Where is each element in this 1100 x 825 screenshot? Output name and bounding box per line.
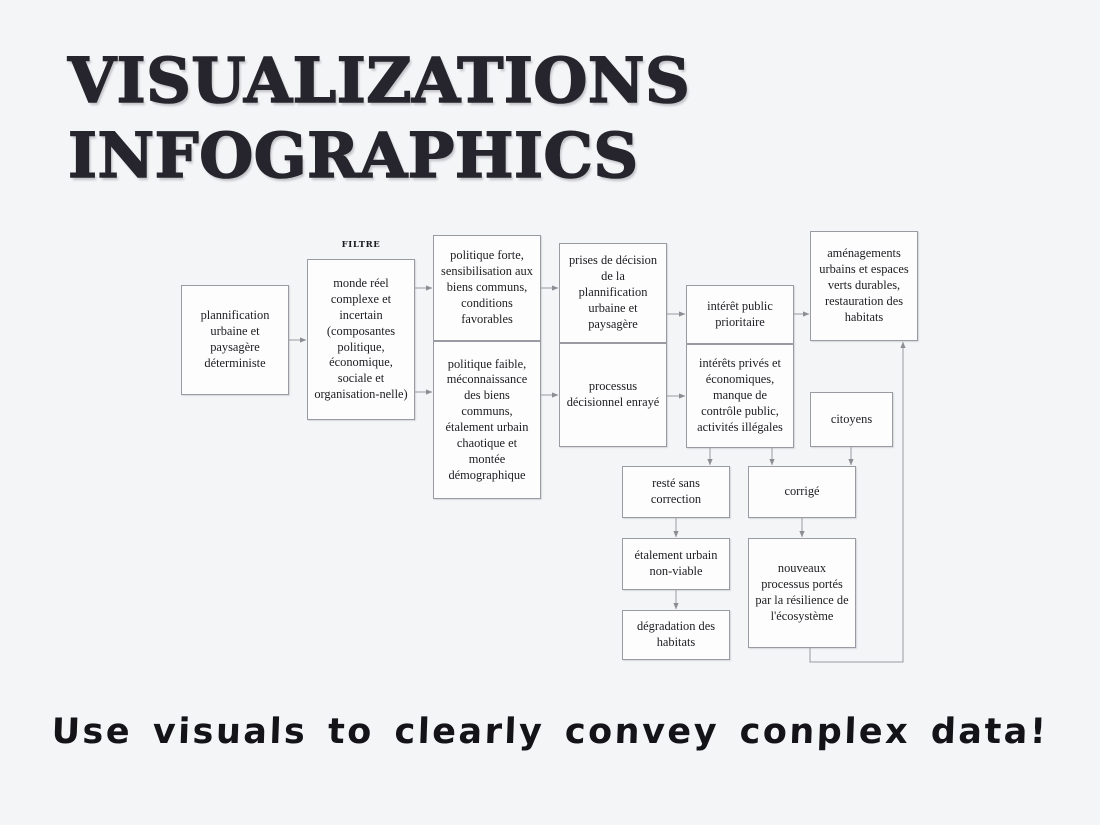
node-reste-sans-correction[interactable]: resté sans correction [622, 466, 730, 518]
node-interet-public-prioritaire[interactable]: intérêt public prioritaire [686, 285, 794, 344]
node-label: intérêts privés et économiques, manque d… [697, 356, 783, 434]
node-label: resté sans correction [650, 476, 702, 506]
node-monde-reel-complexe[interactable]: monde réel complexe et incertain (compos… [307, 259, 415, 420]
node-label: citoyens [830, 411, 873, 426]
filtre-label: FILTRE [341, 240, 381, 250]
node-amenagements-urbains[interactable]: aménagements urbains et espaces verts du… [810, 231, 918, 341]
node-label: politique forte, sensibilisation aux bie… [441, 248, 533, 326]
node-processus-decisionnel-enraye[interactable]: processus décisionnel enrayé [559, 343, 667, 447]
node-label: dégradation des habitats [636, 619, 716, 649]
node-label: processus décisionnel enrayé [566, 379, 660, 409]
node-degradation-des-habitats[interactable]: dégradation des habitats [622, 610, 730, 660]
node-label: corrigé [784, 484, 820, 499]
node-citoyens[interactable]: citoyens [810, 392, 893, 447]
slide-caption: Use visuals to clearly convey conplex da… [50, 712, 1050, 752]
node-label: plannification urbaine et paysagère déte… [200, 308, 270, 370]
node-label: étalement urbain non-viable [634, 548, 718, 578]
node-politique-forte[interactable]: politique forte, sensibilisation aux bie… [433, 235, 541, 341]
node-politique-faible[interactable]: politique faible, méconnaissance des bie… [433, 341, 541, 499]
node-nouveaux-processus-resilience[interactable]: nouveaux processus portés par la résilie… [748, 538, 856, 648]
node-corrige[interactable]: corrigé [748, 466, 856, 518]
title-block: VISUALIZATIONS INFOGRAPHICS [67, 44, 968, 192]
node-label: nouveaux processus portés par la résilie… [755, 561, 849, 623]
node-label: prises de décision de la plannification … [568, 253, 658, 331]
node-interets-prives-economiques[interactable]: intérêts privés et économiques, manque d… [686, 344, 794, 448]
node-label: intérêt public prioritaire [707, 298, 773, 329]
node-label: monde réel complexe et incertain (compos… [314, 276, 408, 402]
node-plannification-urbaine-deterministe[interactable]: plannification urbaine et paysagère déte… [181, 285, 289, 395]
node-label: politique faible, méconnaissance des bie… [445, 356, 529, 482]
node-prises-de-decision[interactable]: prises de décision de la plannification … [559, 243, 667, 343]
node-etalement-urbain-non-viable[interactable]: étalement urbain non-viable [622, 538, 730, 590]
page-title-line-1: VISUALIZATIONS [67, 44, 691, 117]
page-title-line-2: INFOGRAPHICS [67, 118, 639, 192]
node-label: aménagements urbains et espaces verts du… [819, 246, 909, 324]
